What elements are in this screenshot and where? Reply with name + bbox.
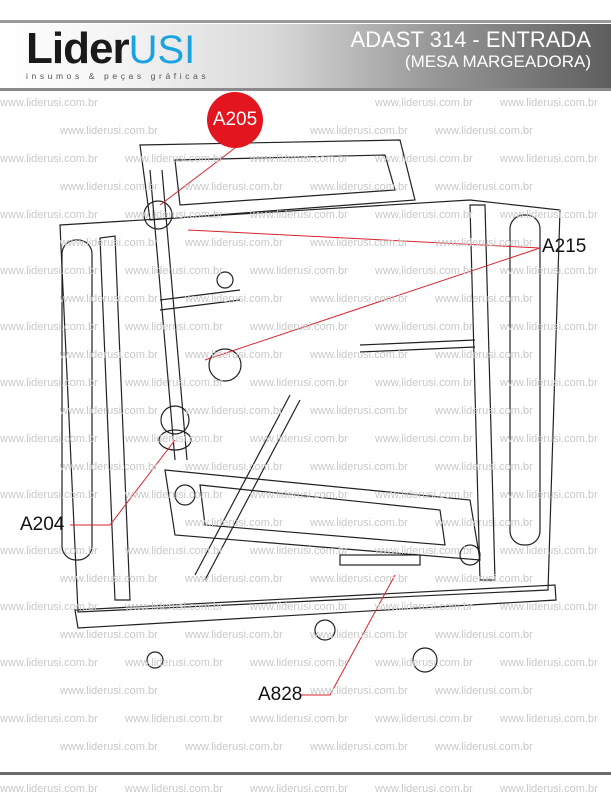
upper-guide [139,139,476,353]
shaft-assembly [143,169,481,673]
header-band [0,24,611,88]
page-title-block: ADAST 314 - ENTRADA (MESA MARGEADORA) [351,28,591,72]
logo: LiderUSI insumos & peças gráficas [26,24,210,82]
callout-a205-badge: A205 [207,92,263,148]
callout-a204: A204 [20,514,65,535]
header-top-line [0,20,611,23]
footer-line [0,772,611,775]
leader-a215-2 [204,247,541,361]
page-title: ADAST 314 - ENTRADA [350,27,591,52]
header-bottom-line [0,88,611,91]
leader-a205 [159,147,236,206]
machine-frame [59,199,561,629]
leader-a215-1 [187,229,541,249]
leader-lines [70,147,541,696]
logo-tagline: insumos & peças gráficas [26,71,210,81]
page-subtitle: (MESA MARGEADORA) [404,52,591,71]
logo-text: Lider [26,24,130,73]
callout-a215: A215 [542,236,587,257]
callout-a828: A828 [258,684,303,705]
leader-a204 [70,439,176,526]
lower-guide [164,469,481,561]
logo-accent-text: USI [128,28,196,72]
leader-a828 [300,574,396,696]
